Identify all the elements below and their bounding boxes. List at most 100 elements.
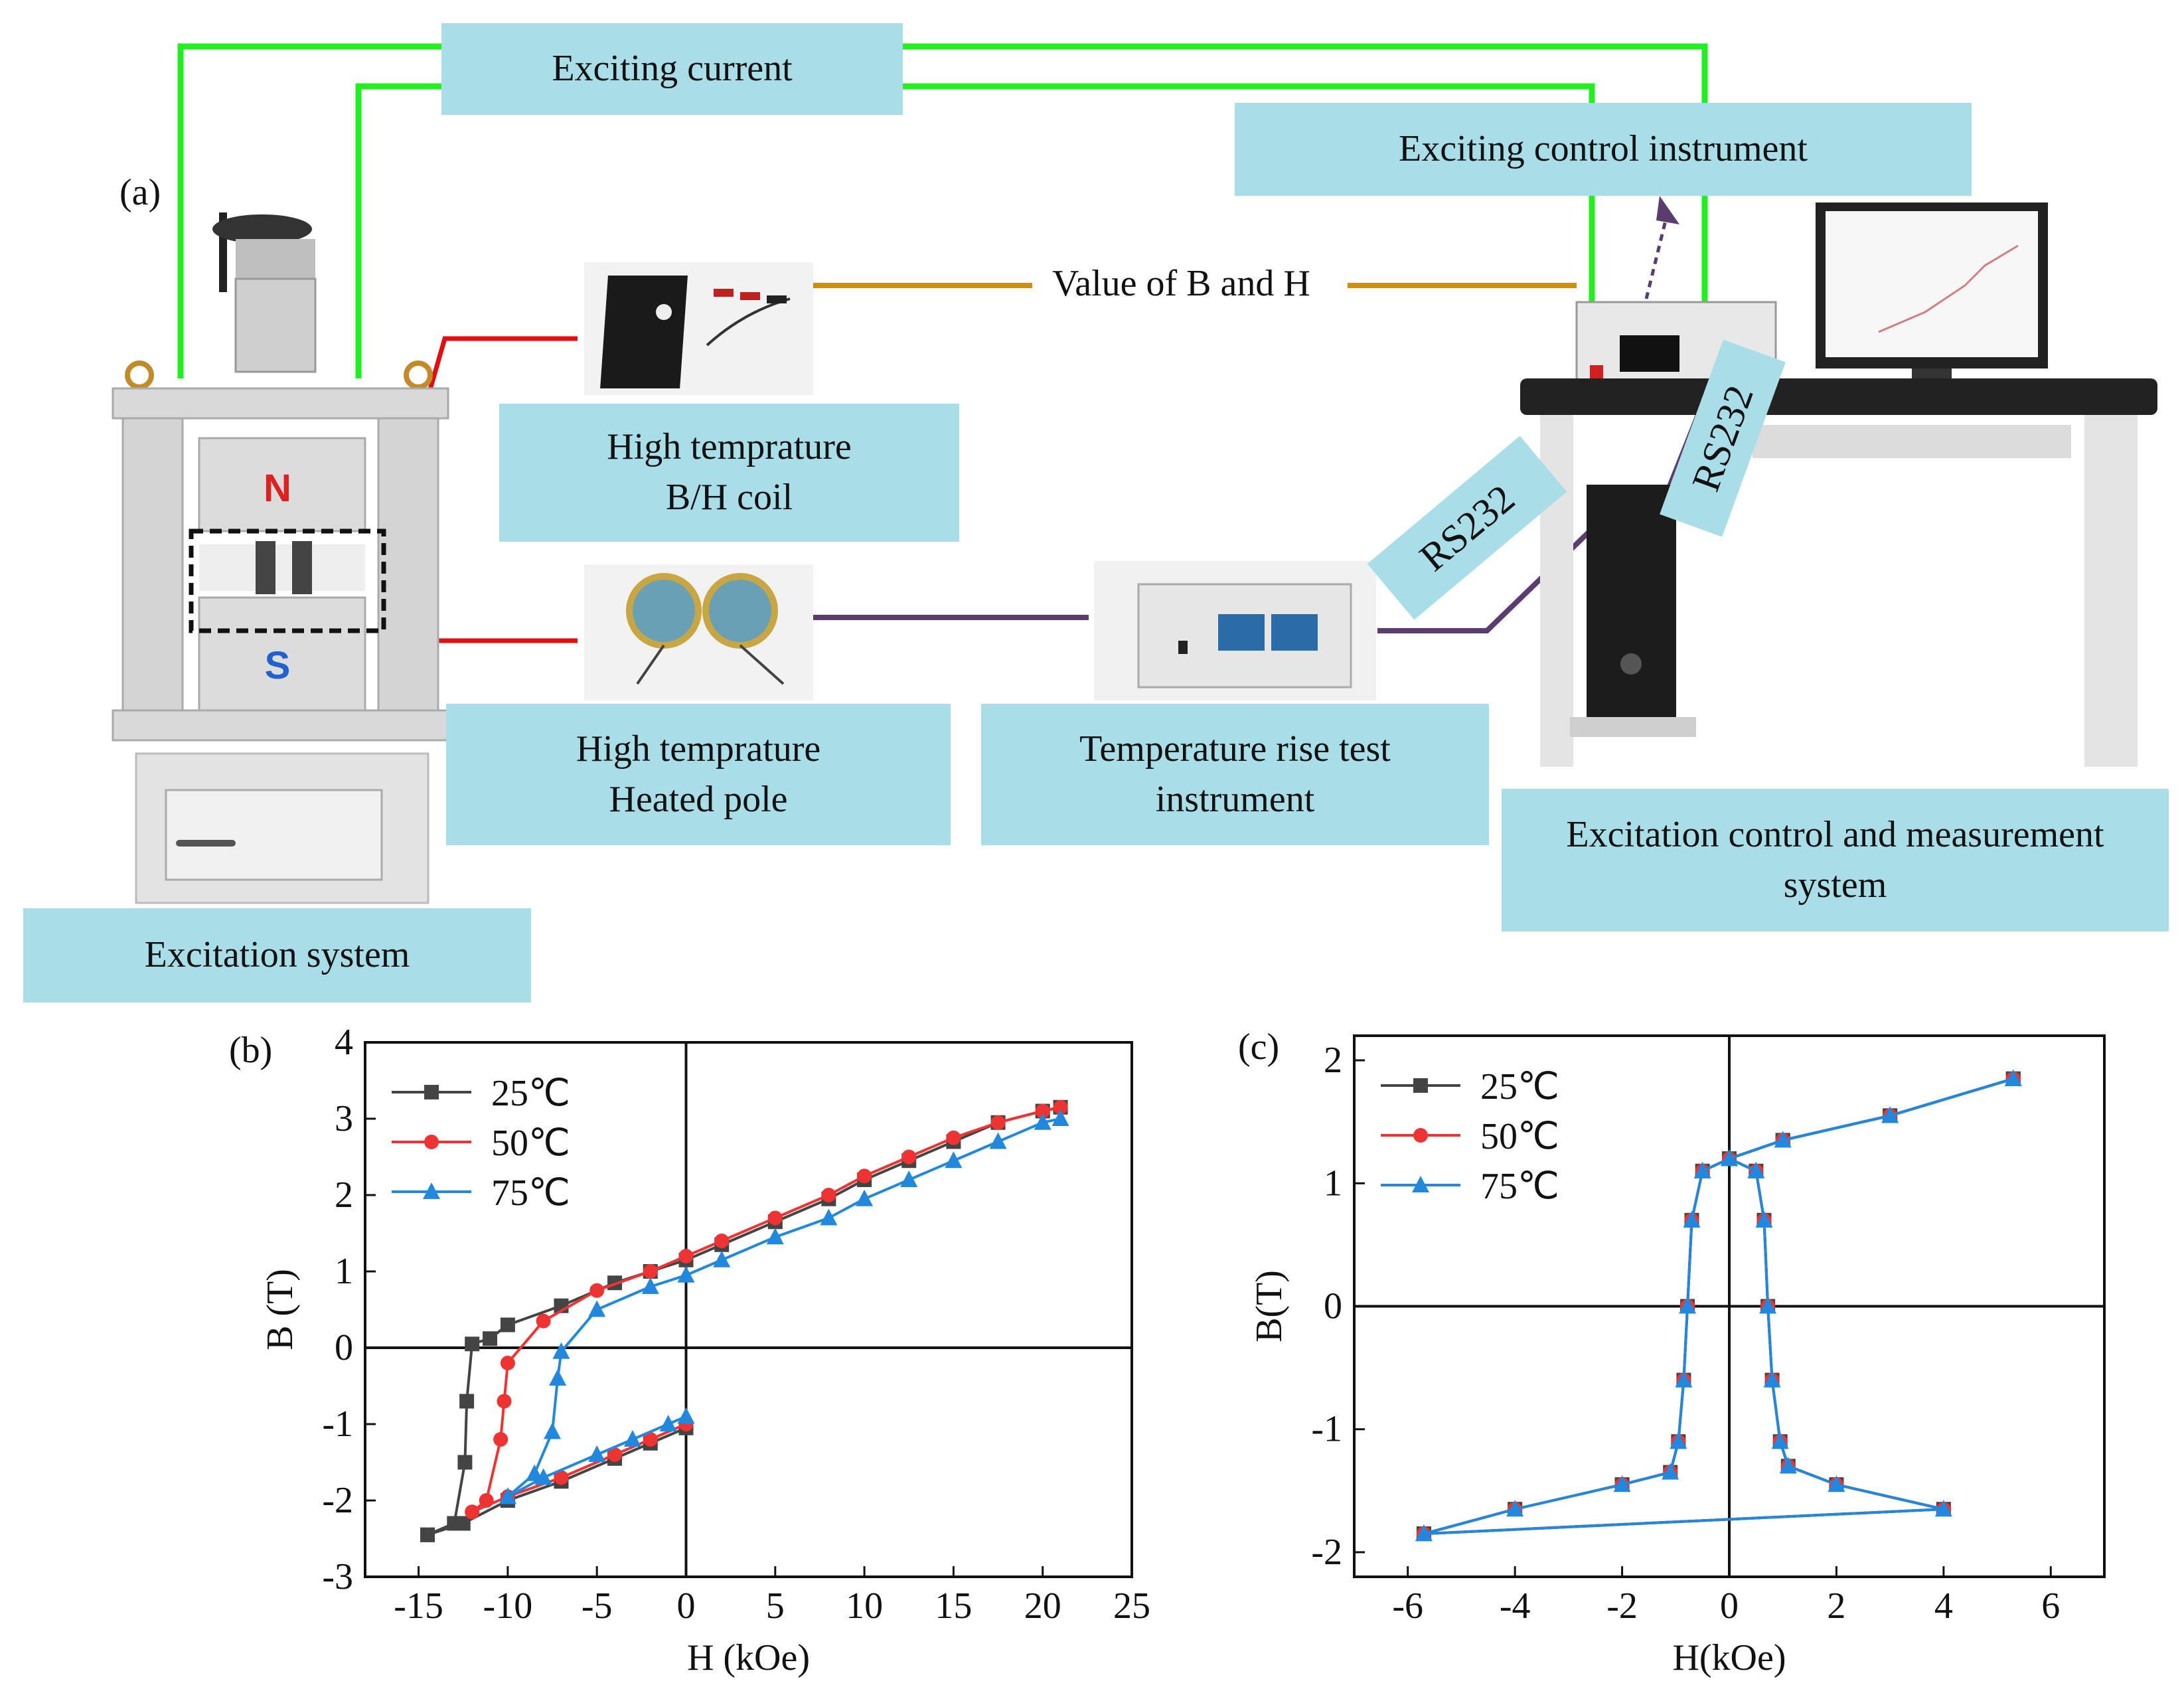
data-point (588, 1445, 606, 1462)
x-tick-label: -4 (1500, 1585, 1531, 1627)
temp-instrument-photo (1094, 561, 1376, 700)
measurement-text-2: system (1783, 864, 1887, 906)
y-tick-label: -3 (322, 1556, 353, 1597)
data-point (945, 1151, 963, 1169)
temp-rise-text-2: instrument (1155, 778, 1315, 820)
magnet-s-letter: S (265, 644, 291, 687)
data-point (643, 1264, 658, 1279)
data-point (1763, 1370, 1781, 1388)
y-tick-label: 1 (335, 1251, 353, 1292)
x-tick-label: -6 (1392, 1585, 1423, 1627)
x-tick-label: 4 (1934, 1585, 1953, 1627)
data-point (607, 1447, 623, 1462)
data-point (500, 1317, 515, 1332)
data-point (1053, 1099, 1068, 1115)
y-tick-label: -1 (322, 1404, 353, 1445)
data-point (1035, 1103, 1050, 1119)
data-point (1934, 1500, 1952, 1517)
legend-marker (423, 1182, 440, 1199)
excitation-press-illustration (112, 212, 449, 904)
data-point (1052, 1109, 1069, 1126)
panel-b-label: (b) (229, 1030, 273, 1071)
legend-label: 25℃ (1480, 1066, 1559, 1107)
data-point (500, 1356, 515, 1370)
x-tick-label: 25 (1113, 1585, 1150, 1627)
data-point (623, 1430, 641, 1447)
data-point (1771, 1432, 1789, 1449)
data-point (534, 1468, 552, 1485)
x-tick-label: 10 (846, 1585, 883, 1627)
series-line (427, 1105, 1061, 1536)
data-point (455, 1516, 471, 1531)
y-tick-label: 4 (335, 1022, 353, 1063)
data-point (1755, 1210, 1773, 1228)
legend-marker (424, 1085, 439, 1099)
x-tick-label: 20 (1024, 1585, 1061, 1627)
data-point (526, 1464, 544, 1481)
panel-a-label: (a) (119, 172, 161, 213)
data-point (1506, 1500, 1524, 1517)
data-point (643, 1432, 658, 1447)
data-point (1679, 1297, 1697, 1314)
x-axis-label: H (kOe) (687, 1637, 810, 1678)
y-tick-label: 0 (335, 1327, 353, 1368)
x-tick-label: 15 (935, 1585, 972, 1627)
x-tick-label: 0 (1720, 1585, 1739, 1627)
legend-marker (424, 1135, 439, 1149)
plot-frame (364, 1041, 1133, 1578)
measurement-station-photo (1520, 202, 2157, 767)
legend-marker (1413, 1078, 1428, 1093)
data-point (554, 1470, 569, 1485)
data-point (493, 1432, 508, 1447)
y-axis-label: B(T) (1249, 1270, 1290, 1342)
data-point (1774, 1131, 1792, 1148)
data-point (857, 1169, 872, 1184)
legend-label: 50℃ (491, 1123, 570, 1164)
magnet-n-letter: N (264, 467, 291, 510)
measurement-text-1: Excitation control and measurement (1566, 813, 2104, 855)
bh-coil-box: High temprature B/H coil (499, 404, 959, 542)
y-tick-label: 2 (335, 1174, 353, 1216)
data-point (641, 1277, 659, 1294)
legend-marker (1413, 1128, 1428, 1143)
legend-label: 50℃ (1480, 1116, 1559, 1157)
temp-rise-text-1: Temperature rise test (1079, 728, 1391, 769)
heated-pole-text-2: Heated pole (609, 778, 788, 820)
data-point (901, 1149, 917, 1165)
data-point (589, 1283, 605, 1298)
data-point (465, 1336, 480, 1352)
x-tick-label: -2 (1606, 1585, 1638, 1627)
data-point (1721, 1149, 1738, 1167)
data-point (1693, 1161, 1711, 1178)
data-point (1881, 1106, 1899, 1123)
x-tick-label: 6 (2041, 1585, 2060, 1627)
excitation-system-text: Excitation system (144, 934, 410, 976)
y-tick-label: 3 (335, 1098, 353, 1139)
data-point (659, 1415, 677, 1431)
panel-c-label: (c) (1238, 1026, 1280, 1068)
data-point (1675, 1370, 1693, 1388)
data-point (1683, 1210, 1701, 1228)
data-point (544, 1422, 562, 1439)
x-tick-label: 0 (676, 1585, 695, 1627)
data-point (713, 1250, 731, 1267)
data-point (714, 1234, 730, 1248)
data-point (766, 1228, 784, 1245)
legend-label: 25℃ (491, 1073, 570, 1114)
y-axis-label: B (T) (260, 1269, 301, 1350)
bh-coil-text-2: B/H coil (665, 477, 793, 518)
data-point (459, 1394, 475, 1409)
x-tick-label: -15 (394, 1585, 443, 1627)
y-tick-label: 2 (1324, 1040, 1342, 1081)
data-point (483, 1331, 498, 1346)
bh-coil-text-1: High temprature (607, 426, 852, 468)
data-point (1828, 1475, 1845, 1493)
dashed-arrow-head (1656, 196, 1679, 224)
data-point (821, 1188, 836, 1202)
x-tick-label: 2 (1827, 1585, 1845, 1627)
data-point (677, 1407, 695, 1424)
data-point (1759, 1297, 1777, 1314)
data-point (767, 1210, 783, 1226)
